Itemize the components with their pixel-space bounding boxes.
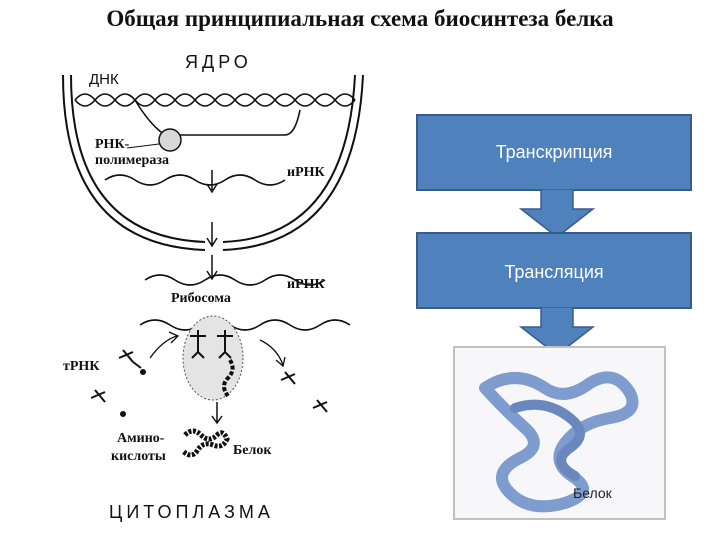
dna-strand-2 — [74, 93, 356, 107]
trna-free-1 — [118, 349, 142, 369]
translation-box: Трансляция — [416, 232, 692, 309]
photo-protein-label: Белок — [573, 485, 613, 501]
nuclear-envelope-outer — [62, 74, 206, 251]
mrna-cytoplasm-label: иРНК — [287, 277, 326, 292]
trna-in-ribosome-2 — [217, 330, 233, 359]
transcription-box: Транскрипция — [416, 114, 692, 191]
arrow-down-2 — [206, 222, 218, 248]
amino-acid-2 — [120, 411, 126, 417]
nuclear-envelope-inner-right — [222, 74, 356, 243]
nucleus-label: ЯДРО — [185, 52, 252, 72]
protein-label: Белок — [233, 443, 272, 458]
polymerase-label-1: РНК- — [95, 137, 130, 152]
protein-image: Белок — [453, 346, 666, 520]
dna-label: ДНК — [89, 71, 119, 88]
protein-synthesis-scheme: ЯДРО ДНК РНК- полимераза иРНК иРНК Рибос… — [62, 52, 364, 522]
trna-in-ribosome-1 — [190, 330, 206, 359]
arrow-down-1 — [206, 170, 218, 194]
trna-free-3 — [280, 371, 296, 385]
arrow-trna-in — [149, 331, 180, 359]
mrna-at-ribosome — [139, 319, 351, 331]
nuclear-envelope-inner — [70, 74, 206, 243]
arrow-trna-out — [259, 339, 286, 368]
protein-chain-icon — [181, 428, 230, 458]
growing-peptide — [222, 358, 235, 398]
arrow-peptide-down — [211, 402, 223, 425]
arrow-down-icon — [518, 307, 596, 356]
polymerase-pointer — [126, 143, 160, 149]
mrna-cytoplasm — [144, 274, 326, 286]
trna-free-2 — [90, 389, 106, 403]
cytoplasm-label: ЦИТОПЛАЗМА — [109, 502, 274, 522]
arrow-down-3 — [206, 255, 218, 281]
amino-acid-1 — [140, 369, 146, 375]
arrow-down-icon — [518, 189, 596, 238]
amino-acids-label-1: Амино- — [117, 431, 165, 446]
nuclear-envelope-outer-right — [222, 74, 364, 251]
dna-unwound-strand — [134, 99, 301, 136]
trna-free-4 — [312, 399, 328, 413]
protein-ribbon-icon: Белок — [479, 371, 639, 513]
amino-acids-label-2: кислоты — [111, 449, 166, 464]
mrna-nucleus-label: иРНК — [287, 165, 326, 180]
trna-label: тРНК — [63, 359, 100, 374]
page-title: Общая принципиальная схема биосинтеза бе… — [106, 6, 614, 31]
polymerase-label-2: полимераза — [95, 153, 169, 168]
ribosome-label: Рибосома — [171, 291, 231, 306]
mrna-nucleus — [104, 174, 286, 186]
rna-polymerase-icon — [158, 128, 182, 152]
